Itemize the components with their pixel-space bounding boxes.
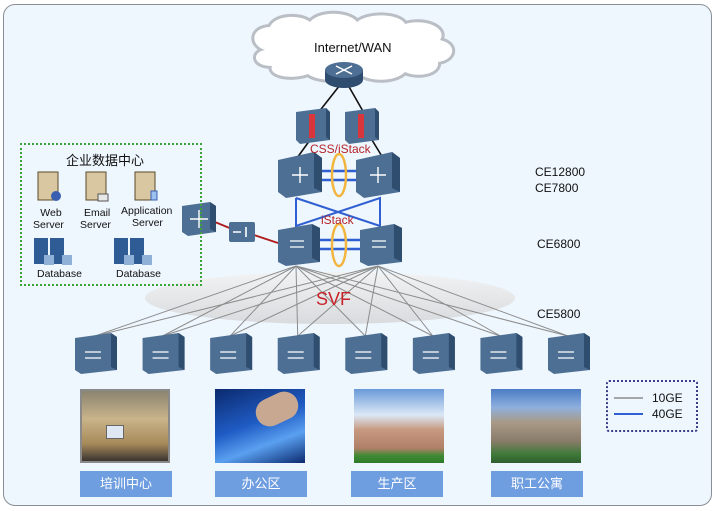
core-switch-2 [356,152,400,198]
email-server-label-line2: Server [80,219,111,231]
tier-label-ce6800: CE6800 [537,237,581,251]
fabric-link [295,265,366,337]
svf-fabric [145,272,515,324]
core-switch-1 [278,152,322,198]
firewall-icon [345,108,379,144]
dc-router-icon [182,202,216,236]
keyboard-photo [215,389,305,463]
area-training-center[interactable]: 培训中心 [80,471,172,497]
core-stack-links [318,169,358,182]
internet-cloud [251,10,456,83]
database-label-2: Database [116,268,161,280]
fabric-link [364,265,379,337]
web-server-label-line1: Web [40,207,62,219]
fabric-link [295,265,299,337]
agg-stack-links [316,238,360,251]
stack-ring-core [330,152,348,198]
stack-ring-agg [330,222,348,268]
fabric-link [94,265,297,337]
fabric-link [377,265,569,337]
fabric-link [295,265,434,337]
building-photo [354,389,444,463]
area-production[interactable]: 生产区 [351,471,443,497]
aggregation-switch-2 [360,224,402,266]
access-switch-7 [480,333,523,374]
application-server-label-line1: Application [121,205,173,217]
fabric-link [377,265,434,337]
training-room-photo [80,389,170,463]
fabric-link [229,265,297,337]
aggregation-switch-1 [278,224,320,266]
access-switch-3 [210,333,253,374]
aggregation-stack-label: iStack [321,213,354,227]
area-office[interactable]: 办公区 [215,471,307,497]
firewall-icon [296,108,330,144]
legend-label-10ge: 10GE [652,391,683,405]
web-server-label: Web [37,207,65,219]
access-switch-2 [142,333,185,374]
access-switch-5 [345,333,388,374]
data-center-title: 企业数据中心 [66,153,145,168]
access-switch-8 [548,333,590,374]
fabric-link [377,265,501,337]
data-center-group [20,143,202,286]
application-server-label-line2: Server [132,217,163,229]
legend-label-40ge: 40GE [652,407,683,421]
tier-label-ce12800: CE12800 [535,165,586,179]
access-switch-4 [277,333,320,374]
internet-label: Internet/WAN [314,40,392,55]
fabric-link [295,265,569,337]
core-agg-crosslinks [295,196,381,228]
area-staff-apartments[interactable]: 职工公寓 [491,471,583,497]
tier-label-ce5800: CE5800 [537,307,581,321]
application-server-icon [134,171,158,201]
core-stack-label: CSS/iStack [310,142,371,156]
web-server-icon [37,171,61,201]
web-server-label-line2: Server [33,219,64,231]
dc-firewall-icon [229,222,255,242]
access-switch-1 [75,333,117,374]
svf-label: SVF [316,289,352,309]
fabric-link [229,265,379,337]
fabric-links [94,265,569,337]
access-switch-6 [412,333,455,374]
router-icon [325,62,363,88]
database-label-1: Database [37,268,82,280]
fabric-link [297,265,379,337]
email-server-label-line1: Email [84,207,111,219]
database-icon [34,238,72,265]
fabric-link [162,265,297,337]
fabric-link [295,265,501,337]
apartment-photo [491,389,581,463]
tier-label-ce7800: CE7800 [535,181,579,195]
email-server-icon [85,171,109,202]
database-icon [114,238,152,265]
legend [606,380,698,432]
